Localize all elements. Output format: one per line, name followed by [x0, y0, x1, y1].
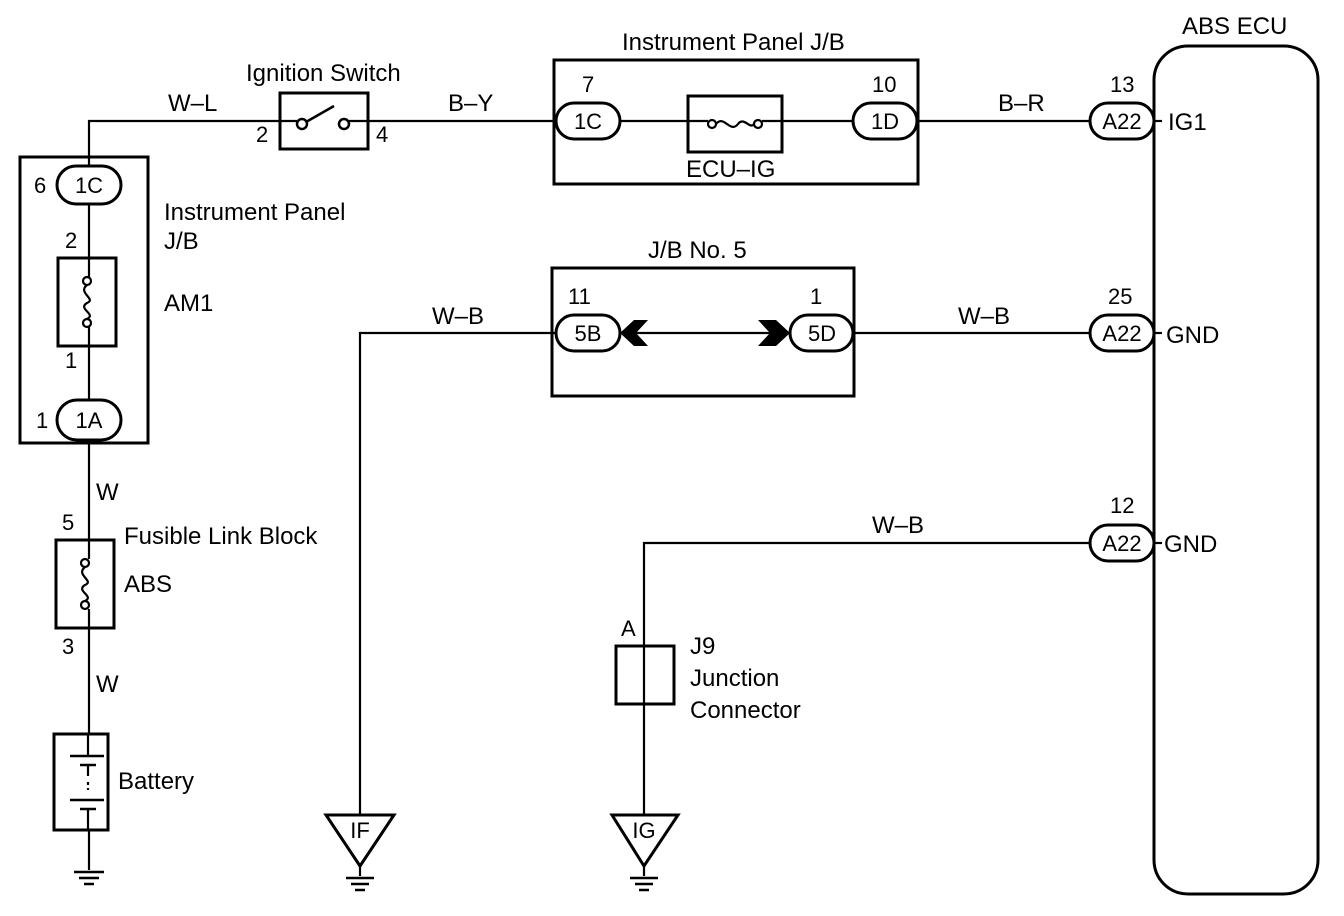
connector-1d-label: 1D — [871, 109, 899, 134]
am1-pin-bottom: 1 — [65, 348, 77, 373]
fusible-pin-5: 5 — [62, 510, 74, 535]
battery-box — [52, 732, 110, 832]
ignition-switch-label: Ignition Switch — [246, 60, 401, 87]
ecu-signal-gnd1: GND — [1166, 322, 1219, 349]
abs-ecu-label: ABS ECU — [1182, 13, 1287, 40]
connector-1d — [851, 101, 919, 141]
ignition-pin-out: 4 — [376, 122, 388, 147]
wire-segments — [87, 119, 1162, 870]
connector-1c-left — [55, 164, 123, 206]
am1-label: AM1 — [164, 290, 213, 317]
jb5-label: J/B No. 5 — [648, 237, 747, 264]
ecu-signal-ig1: IG1 — [1168, 109, 1207, 136]
ecu-ig-label: ECU–IG — [686, 156, 775, 183]
connector-1c-left-label: 1C — [75, 173, 103, 198]
switch-contact-right — [337, 117, 351, 131]
connector-1a-label: 1A — [76, 408, 103, 433]
battery: Battery — [52, 732, 194, 832]
chevron-right-icon — [758, 320, 790, 346]
wire-w-b-junction — [642, 541, 1090, 815]
connector-a22-gnd1 — [1088, 313, 1156, 353]
ground-if-label: IF — [350, 818, 370, 843]
wire-label-jb5-left: W–B — [432, 303, 484, 330]
connector-1a — [55, 398, 123, 442]
fusible-pin-3: 3 — [62, 634, 74, 659]
j9-pin-a: A — [621, 616, 636, 641]
ip-jb-left-pin-1: 1 — [36, 408, 48, 433]
ignition-switch: Ignition Switch 2 4 — [246, 60, 401, 151]
ecu-signal-gnd2: GND — [1164, 531, 1217, 558]
wire-label-junction: W–B — [872, 512, 924, 539]
am1-fuse-box — [56, 256, 118, 348]
connector-a22-gnd1-label: A22 — [1102, 321, 1141, 346]
abs-fusible-box — [54, 538, 116, 630]
ecu-pin-12: 12 — [1110, 493, 1134, 518]
battery-ground-icon — [74, 870, 104, 886]
am1-pin-top: 2 — [65, 228, 77, 253]
connector-a22-ig1 — [1088, 101, 1156, 141]
abs-ecu-box — [1152, 44, 1320, 896]
abs-ecu: ABS ECU 13 A22 IG1 25 A22 GND 12 A22 GND — [1088, 13, 1320, 896]
connector-1c-top-label: 1C — [574, 109, 602, 134]
fusible-link-label: Fusible Link Block — [124, 523, 318, 550]
jb5-pin-11: 11 — [568, 284, 591, 309]
j9-code: J9 — [690, 633, 715, 660]
battery-label: Battery — [118, 768, 194, 795]
wire-label-jb5-right: W–B — [958, 303, 1010, 330]
ecu-pin-13: 13 — [1110, 72, 1134, 97]
ground-ig: IG — [609, 813, 681, 892]
fusible-link-block: 5 Fusible Link Block ABS 3 — [54, 510, 318, 659]
ip-jb-left-label-line2: J/B — [164, 228, 199, 255]
ground-if: IF — [323, 813, 397, 892]
ground-if-triangle-icon — [323, 813, 397, 869]
am1-fuse-icon — [83, 284, 91, 320]
switch-blade-icon — [305, 104, 335, 124]
fuse-icon — [715, 120, 755, 128]
ground-ig-label: IG — [632, 818, 655, 843]
wire-w-b-jb5-left — [358, 331, 556, 815]
connector-a22-gnd2 — [1088, 523, 1156, 563]
wire-label-b-r: B–R — [998, 90, 1045, 117]
wire-label-w-l: W–L — [168, 90, 217, 117]
ground-ig-triangle-icon — [609, 813, 681, 869]
wire-w-l — [87, 119, 280, 168]
abs-fuse-icon — [81, 566, 89, 602]
instrument-panel-jb-top: Instrument Panel J/B 1C 7 ECU–IG 1D 10 — [552, 29, 920, 186]
connector-5d — [788, 313, 855, 353]
jb5-pin-1: 1 — [810, 284, 822, 309]
ip-jb-top-label: Instrument Panel J/B — [622, 29, 845, 56]
connector-5b-label: 5B — [575, 321, 602, 346]
chevron-left-icon — [620, 320, 648, 346]
connector-a22-gnd2-label: A22 — [1102, 531, 1141, 556]
instrument-panel-jb-left: 1C 6 2 AM1 1 1A 1 Instrument Panel J/B — [18, 155, 345, 445]
switch-contact-left — [295, 117, 309, 131]
ip-jb-left-label-line1: Instrument Panel — [164, 199, 345, 226]
abs-fuse-label: ABS — [124, 571, 172, 598]
connector-a22-ig1-label: A22 — [1102, 109, 1141, 134]
ecu-pin-25: 25 — [1108, 284, 1132, 309]
connector-1c-top — [554, 101, 622, 141]
ecu-ig-fuse-box — [686, 94, 784, 154]
wire-label-w-lower: W — [96, 671, 119, 698]
ip-jb-top-pin-10: 10 — [872, 72, 896, 97]
ip-jb-left-box — [18, 155, 150, 445]
jb-no5: J/B No. 5 5B 11 5D 1 — [550, 237, 856, 398]
ip-jb-top-pin-7: 7 — [582, 72, 594, 97]
wire-label-w-upper: W — [96, 479, 119, 506]
j9-label-line1: Junction — [690, 665, 779, 692]
connector-5d-label: 5D — [808, 321, 836, 346]
wire-label-b-y: B–Y — [448, 90, 493, 117]
ignition-pin-in: 2 — [256, 122, 268, 147]
junction-connector-j9: A J9 Junction Connector — [614, 616, 801, 724]
j9-label-line2: Connector — [690, 697, 801, 724]
ip-jb-left-pin-6: 6 — [34, 173, 46, 198]
